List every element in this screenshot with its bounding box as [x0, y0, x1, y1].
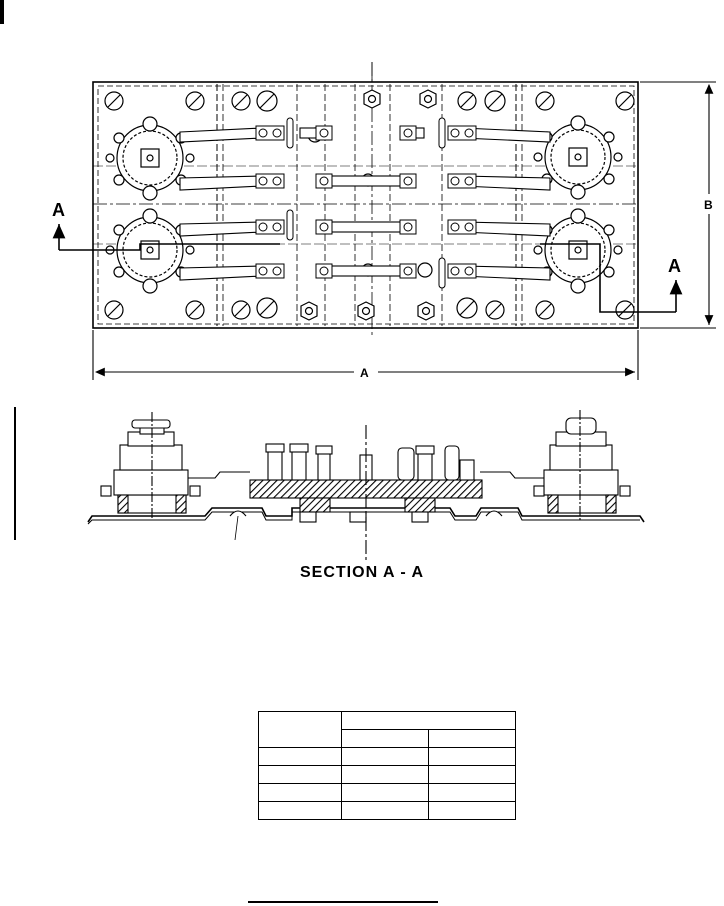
table-cell [258, 801, 342, 820]
table-cell [428, 729, 516, 748]
dimension-table [258, 711, 516, 820]
table-cell [341, 711, 516, 730]
table-cell [258, 765, 342, 784]
dimension-a [92, 330, 639, 380]
screw [185, 91, 205, 111]
table-cell [341, 747, 429, 766]
table-cell [341, 729, 429, 748]
table-row [258, 801, 516, 820]
base-plate-hidden-edge [97, 85, 635, 325]
screw [457, 91, 477, 111]
table-cell [258, 783, 342, 802]
table-cell [428, 747, 516, 766]
leader-lines [234, 62, 373, 541]
section-title: SECTION A - A [300, 564, 425, 581]
mounting-screws [104, 90, 635, 320]
table-cell [428, 801, 516, 820]
screw [485, 300, 505, 320]
screw [484, 90, 506, 112]
screw [231, 91, 251, 111]
table-cell [258, 711, 342, 748]
switch-top-right [533, 115, 623, 200]
table-cell [341, 783, 429, 802]
screw [456, 297, 478, 319]
page-corner-mark [0, 0, 4, 24]
page-side-bar [14, 407, 16, 540]
screw [256, 90, 278, 112]
screw [535, 300, 555, 320]
screw [535, 91, 555, 111]
screw [104, 91, 124, 111]
section-arrow-right-label: A [668, 256, 681, 276]
table-row [258, 765, 516, 784]
table-cell [341, 765, 429, 784]
switch-bottom-right [533, 208, 623, 294]
table-row [258, 747, 516, 766]
section-view [87, 410, 645, 560]
terminal-blocks [255, 117, 477, 289]
section-cut-line [52, 224, 683, 313]
table-cell [428, 765, 516, 784]
section-arrow-left-label: A [52, 200, 65, 220]
screw [104, 300, 124, 320]
table-row [258, 711, 516, 748]
bottom-rule [248, 901, 438, 903]
screw [231, 300, 251, 320]
table-row [258, 783, 516, 802]
screw [256, 297, 278, 319]
dimension-b [640, 81, 716, 329]
table-cell [341, 801, 429, 820]
base-plate-outline [92, 81, 639, 329]
screw [615, 300, 635, 320]
screw [615, 91, 635, 111]
hex-nuts [300, 89, 437, 321]
dimension-a-label: A [360, 366, 369, 380]
switch-bottom-left [105, 208, 195, 294]
table-cell [428, 783, 516, 802]
table-cell [258, 747, 342, 766]
dimension-b-label: B [704, 198, 713, 212]
screw [185, 300, 205, 320]
